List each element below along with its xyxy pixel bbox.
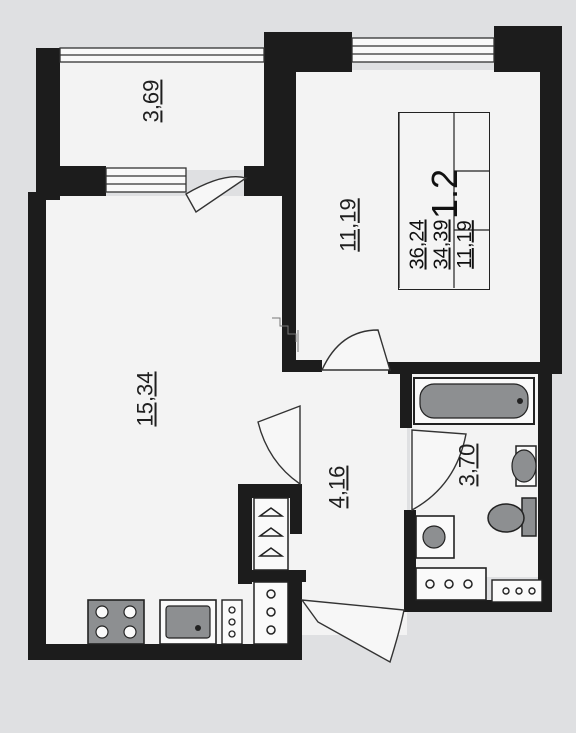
bath-cabinet [415,567,487,601]
bathroom-door [411,429,467,512]
wall-bath-right [538,368,552,610]
room-area-bathroom: 3,70 [454,443,480,487]
sketch-mark [272,317,299,352]
hallway-floor [292,365,407,635]
wall-right [540,26,562,371]
toilet [487,497,537,537]
wardrobe [253,497,289,571]
wall-kitchen-right [288,570,302,660]
wall-closet-left [238,484,252,584]
wall-bath-left [400,372,412,428]
room-area-living: 15,34 [132,371,158,427]
wall-left [28,192,46,660]
wall-bedroom-left [282,68,296,368]
room-area-balcony: 3,69 [138,79,164,123]
room-area-bedroom: 11,19 [335,198,361,252]
summary-area-1: 11,19 [453,220,476,269]
column-top-right [494,26,544,72]
living-door [257,404,301,486]
wall-hall-left-lower [238,484,300,498]
entrance-door [300,599,405,664]
balcony-floor [60,62,265,170]
washing-machine [415,515,455,559]
wall-hall-right-mid [290,484,302,534]
summary-area-3: 36,24 [406,219,429,270]
wall-bedroom-bottom-right [388,362,562,374]
bathtub [413,377,535,425]
wall-bath-bottom [404,600,552,612]
kitchen-sink [159,599,217,645]
hallway-cabinet [253,581,289,645]
wall-balcony-bottom-right [244,166,296,196]
info-box-dividers [397,112,490,288]
room-area-hallway: 4,16 [324,465,350,509]
wall-bottom-living [28,644,300,660]
bedroom-door [320,329,391,371]
balcony-door-window [105,167,187,193]
hallway-cabinet-right [491,579,543,603]
kitchen-cabinet-small [221,599,243,645]
summary-area-2: 34,39 [430,219,453,270]
wall-bath-left-lower [404,510,416,610]
wall-bedroom-bottom-left [282,360,322,372]
balcony-door [185,176,248,214]
wall-balcony-bottom-left [36,166,106,196]
apartment-info-box: 1.2 11,19 34,39 36,24 [397,112,490,290]
bedroom-window [351,37,495,63]
stove [87,599,145,645]
bathroom-sink [511,445,537,487]
